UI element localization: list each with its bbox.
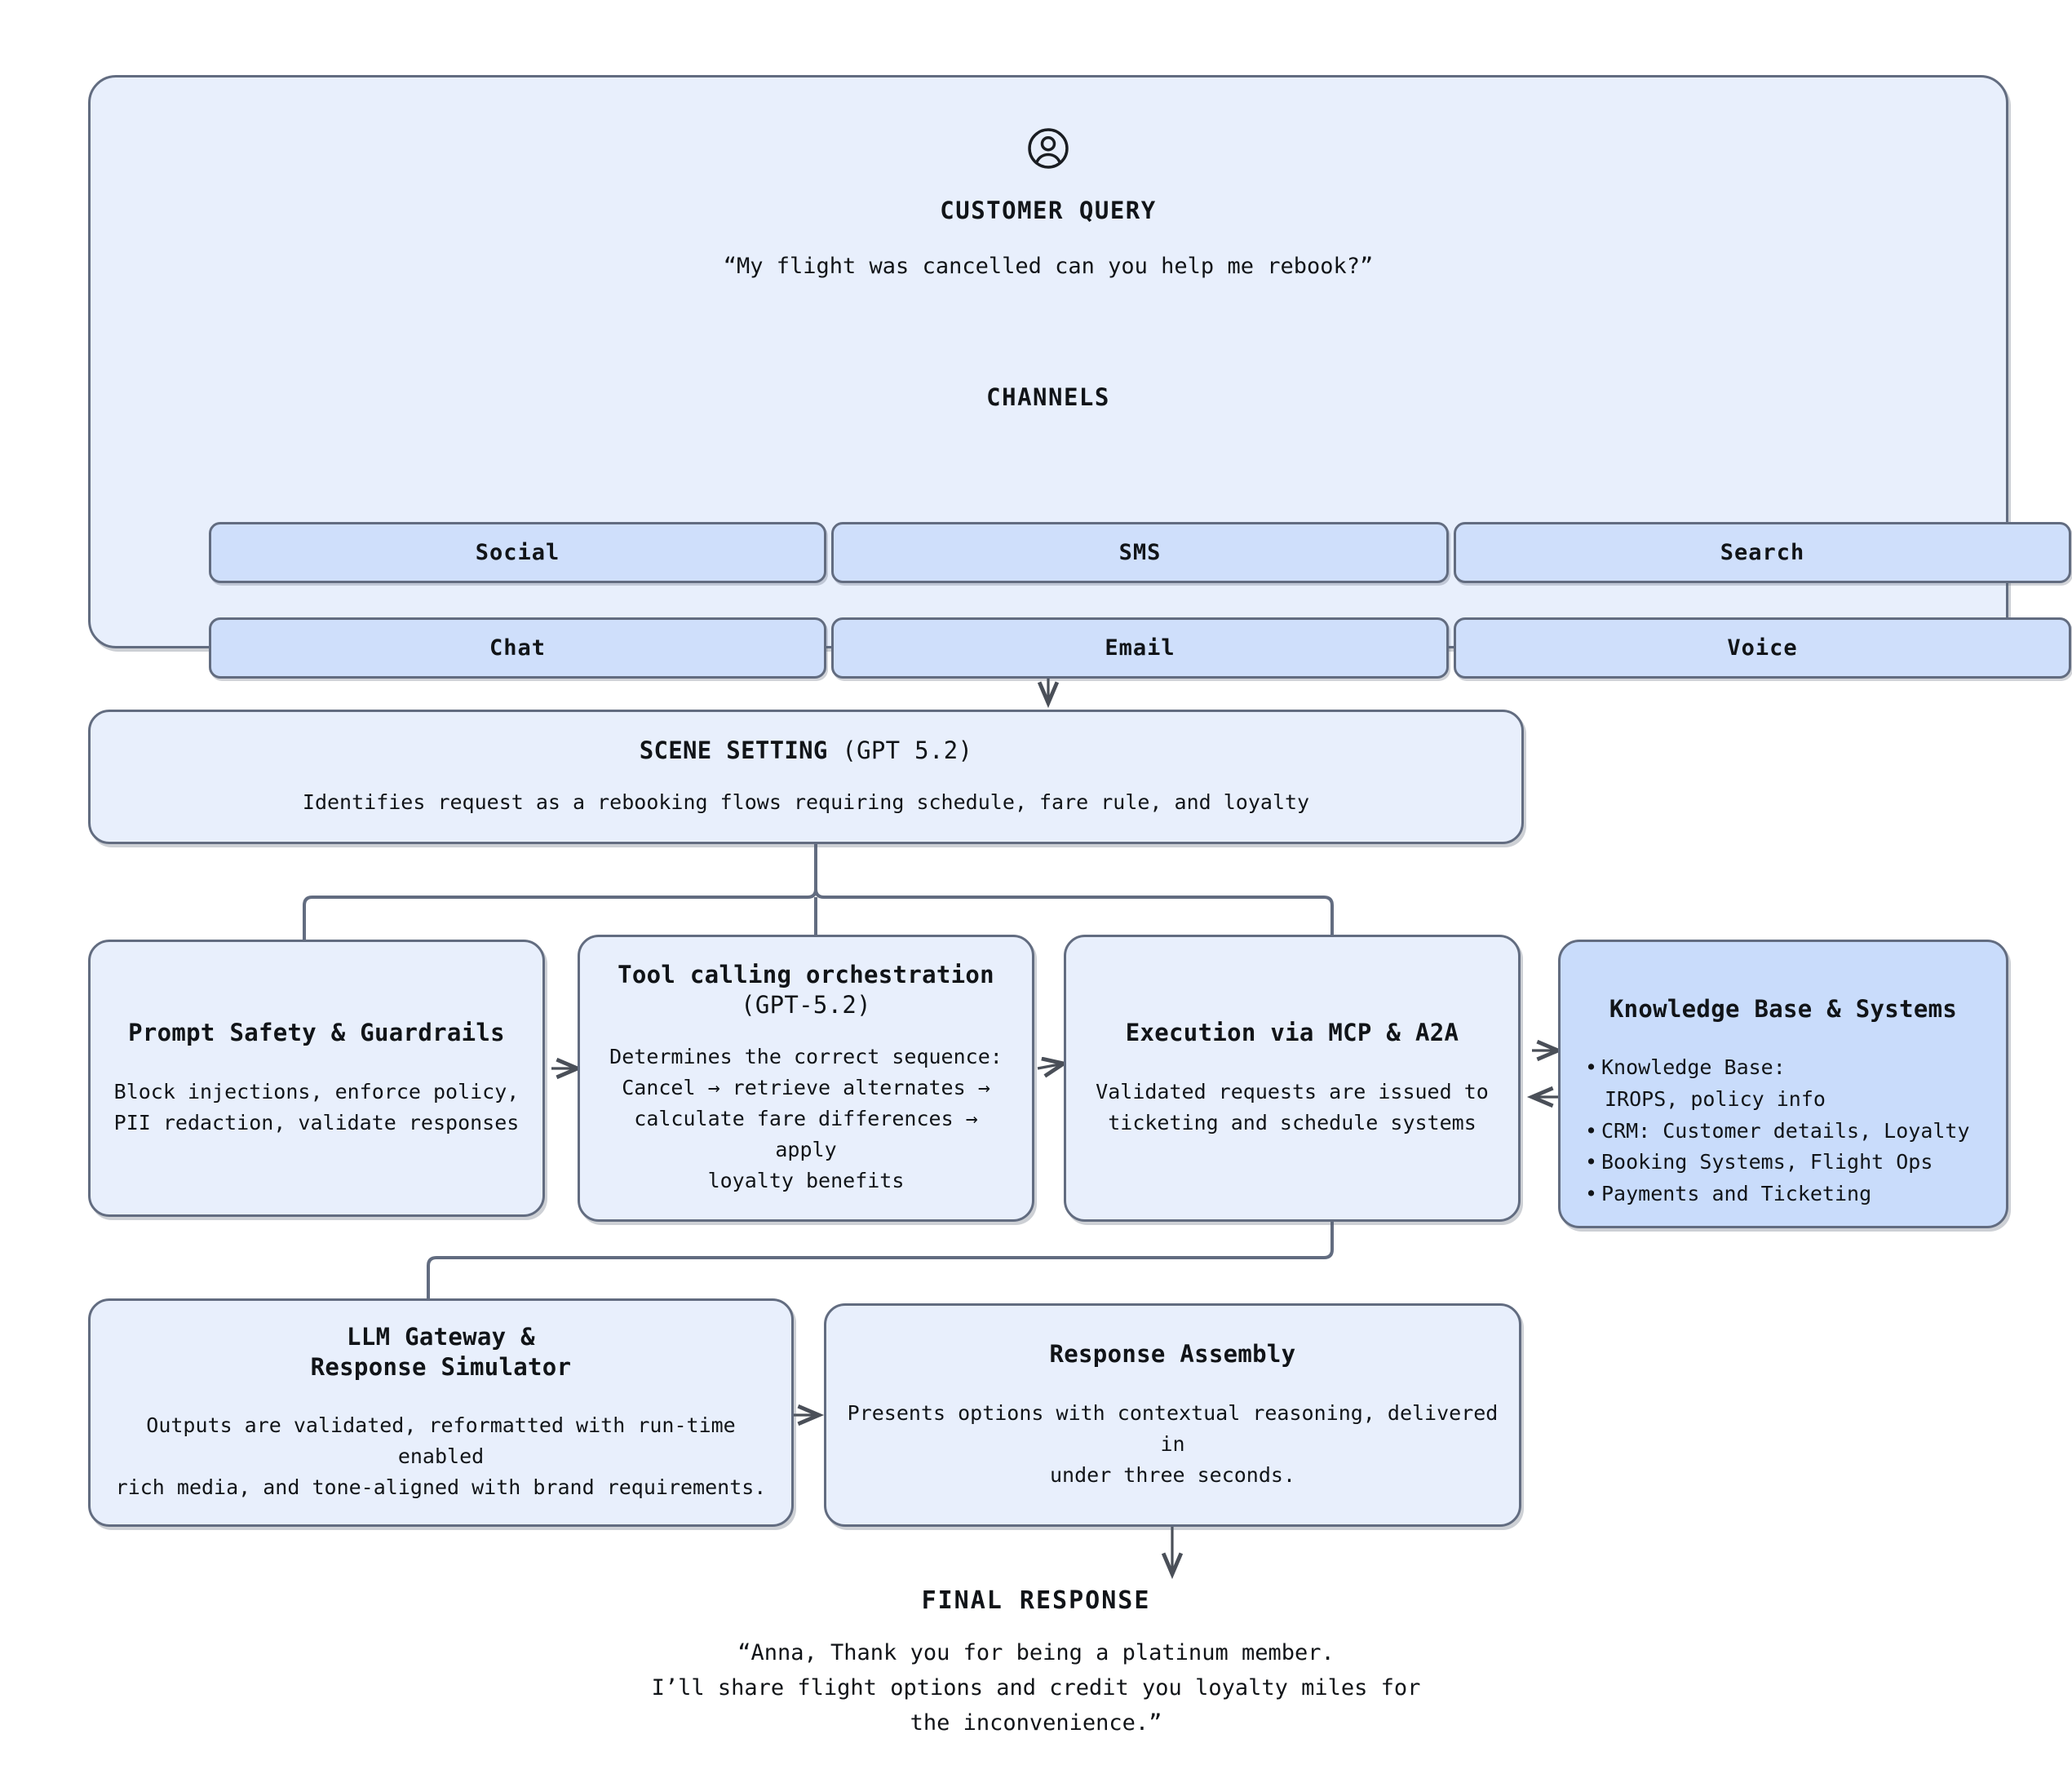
response-assembly-body: Presents options with contextual reasoni… bbox=[847, 1400, 1499, 1487]
channel-email[interactable]: Email bbox=[831, 617, 1449, 679]
execution-title: Execution via MCP & A2A bbox=[1125, 1019, 1459, 1047]
list-item-label: Booking Systems, Flight Ops bbox=[1601, 1150, 1933, 1174]
customer-query-panel: CUSTOMER QUERY “My flight was cancelled … bbox=[88, 75, 2071, 679]
prompt-safety-title: Prompt Safety & Guardrails bbox=[128, 1019, 505, 1047]
channel-label: Search bbox=[1720, 540, 1805, 565]
tool-orchestration-title: Tool calling orchestration (GPT‑5.2) bbox=[618, 960, 994, 1020]
prompt-safety-body: Block injections, enforce policy, PII re… bbox=[113, 1079, 520, 1134]
llm-gateway-title: LLM Gateway & Response Simulator bbox=[310, 1322, 572, 1381]
channels-title: CHANNELS bbox=[986, 383, 1110, 411]
tool-orchestration-box: Tool calling orchestration (GPT‑5.2) Det… bbox=[578, 935, 1034, 1222]
channel-label: SMS bbox=[1118, 540, 1162, 565]
scene-setting-body: Identifies request as a rebooking flows … bbox=[302, 790, 1310, 815]
tool-orchestration-body: Determines the correct sequence: Cancel … bbox=[609, 1045, 1003, 1193]
list-item: Knowledge Base: IROPS, policy info bbox=[1585, 1052, 2006, 1116]
channel-label: Email bbox=[1105, 635, 1175, 661]
user-avatar-icon bbox=[1025, 125, 1072, 175]
customer-query-quote: “My flight was cancelled can you help me… bbox=[723, 254, 1374, 279]
channel-search[interactable]: Search bbox=[1454, 522, 2071, 583]
channel-sms[interactable]: SMS bbox=[831, 522, 1449, 583]
list-item-cont: IROPS, policy info bbox=[1605, 1086, 1826, 1111]
customer-query-title: CUSTOMER QUERY bbox=[940, 197, 1157, 224]
scene-setting-model: (GPT 5.2) bbox=[827, 736, 973, 764]
list-item-label: CRM: Customer details, Loyalty bbox=[1601, 1118, 1970, 1143]
channel-label: Voice bbox=[1727, 635, 1798, 661]
execution-body: Validated requests are issued to ticketi… bbox=[1096, 1079, 1489, 1134]
tool-orchestration-label: Tool calling orchestration bbox=[618, 960, 994, 989]
llm-gateway-box: LLM Gateway & Response Simulator Outputs… bbox=[88, 1298, 794, 1527]
list-item: Booking Systems, Flight Ops bbox=[1585, 1147, 2006, 1179]
knowledge-base-box: Knowledge Base & Systems Knowledge Base:… bbox=[1558, 940, 2008, 1228]
channel-label: Chat bbox=[489, 635, 547, 661]
channel-social[interactable]: Social bbox=[209, 522, 826, 583]
tool-orchestration-model: (GPT‑5.2) bbox=[741, 991, 871, 1019]
channel-label: Social bbox=[475, 540, 560, 565]
scene-setting-box: SCENE SETTING (GPT 5.2) Identifies reque… bbox=[88, 710, 1524, 844]
scene-setting-title: SCENE SETTING (GPT 5.2) bbox=[640, 736, 972, 766]
channel-voice[interactable]: Voice bbox=[1454, 617, 2071, 679]
list-item-label: Knowledge Base: bbox=[1601, 1055, 1786, 1080]
channel-chat[interactable]: Chat bbox=[209, 617, 826, 679]
scene-setting-label: SCENE SETTING bbox=[639, 736, 828, 764]
execution-box: Execution via MCP & A2A Validated reques… bbox=[1064, 935, 1521, 1222]
final-response-text: “Anna, Thank you for being a platinum me… bbox=[651, 1640, 1421, 1736]
list-item: CRM: Customer details, Loyalty bbox=[1585, 1116, 2006, 1148]
knowledge-base-title: Knowledge Base & Systems bbox=[1609, 995, 1958, 1023]
prompt-safety-box: Prompt Safety & Guardrails Block injecti… bbox=[88, 940, 545, 1217]
llm-gateway-body: Outputs are validated, reformatted with … bbox=[115, 1413, 767, 1500]
response-assembly-title: Response Assembly bbox=[1049, 1340, 1296, 1369]
final-response-title: FINAL RESPONSE bbox=[921, 1586, 1151, 1615]
knowledge-base-list: Knowledge Base: IROPS, policy info CRM: … bbox=[1561, 1052, 2006, 1210]
response-assembly-box: Response Assembly Presents options with … bbox=[824, 1303, 1521, 1527]
list-item-label: Payments and Ticketing bbox=[1601, 1182, 1872, 1206]
list-item: Payments and Ticketing bbox=[1585, 1179, 2006, 1210]
